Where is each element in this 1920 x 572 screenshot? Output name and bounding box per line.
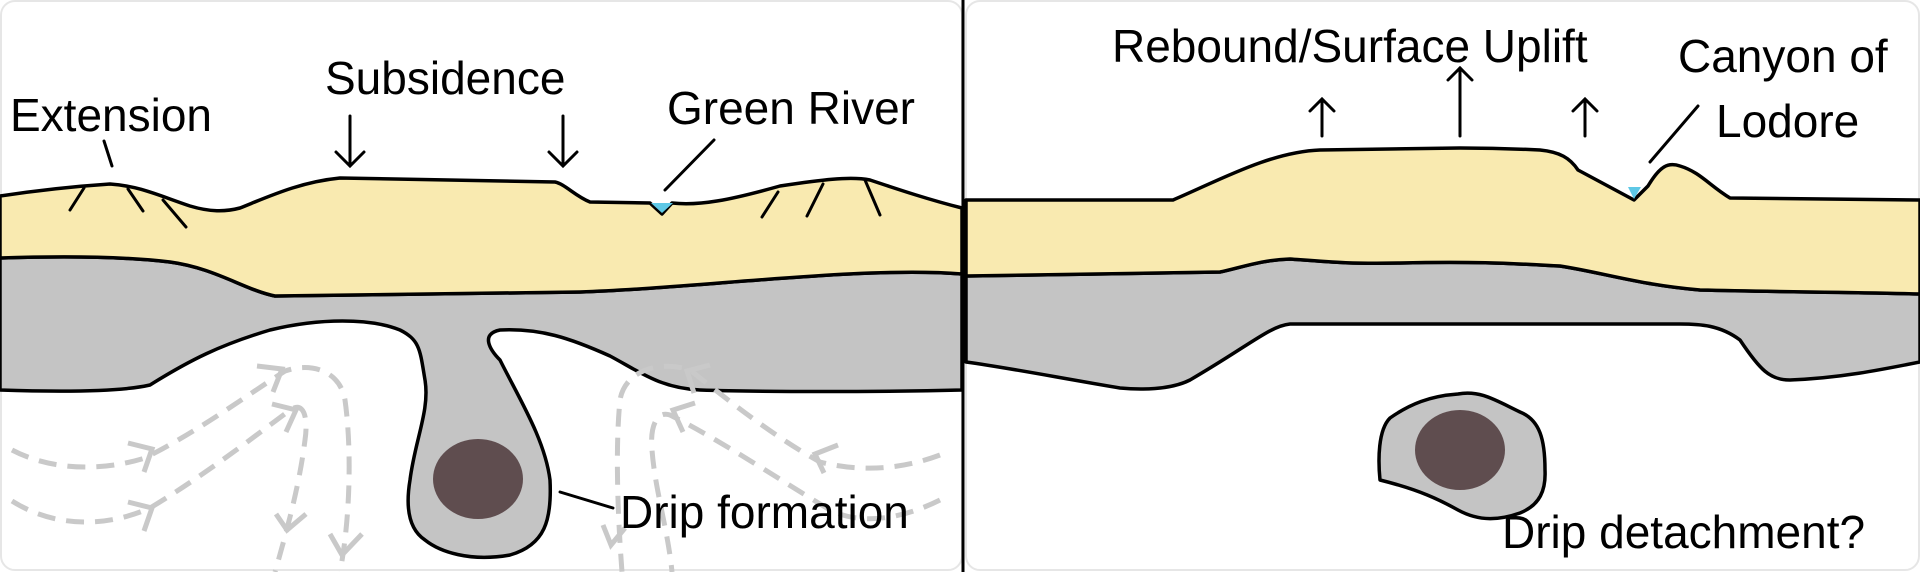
mantle-flow-path (649, 411, 942, 572)
extension-leader-line (102, 139, 114, 168)
flow-arrowhead-icon (327, 532, 364, 560)
green-river-water (651, 203, 673, 213)
uplift-arrows (1308, 65, 1599, 138)
drip-formation-label: Drip formation (620, 486, 909, 538)
canyon-label-line1: Canyon of (1678, 30, 1888, 82)
left-panel: Extension Subsidence Green River Drip fo… (0, 0, 964, 572)
up-arrow-icon (1571, 96, 1599, 138)
flow-arrowhead-icon (669, 400, 696, 434)
canyon-label-line2: Lodore (1716, 95, 1859, 147)
up-arrow-icon (1446, 65, 1474, 138)
left-crust-layer (0, 176, 964, 298)
drip-detachment-label: Drip detachment? (1502, 506, 1865, 558)
down-arrow-icon (334, 114, 366, 169)
subsidence-arrows (334, 114, 579, 169)
drip-formation-leader-line (558, 490, 615, 510)
extension-label: Extension (10, 89, 212, 141)
subsidence-label: Subsidence (325, 52, 565, 104)
flow-arrowhead-icon (683, 362, 711, 394)
flow-arrowhead-icon (127, 440, 156, 473)
canyon-of-lodore-water (1628, 187, 1641, 199)
flow-arrowhead-icon (127, 499, 156, 532)
extension-faults (68, 178, 882, 229)
green-river-label: Green River (667, 82, 915, 134)
flow-arrowhead-icon (811, 442, 839, 475)
up-arrow-icon (1308, 96, 1336, 138)
mantle-flow-path (10, 405, 309, 572)
down-arrow-icon (547, 114, 579, 169)
right-panel: Rebound/Surface Uplift Canyon of Lodore … (964, 0, 1920, 571)
mantle-flow-arrows (10, 362, 942, 572)
flow-arrowhead-icon (271, 401, 300, 434)
right-drip-core (1415, 410, 1505, 490)
flow-arrowhead-icon (273, 512, 308, 534)
mantle-flow-path (10, 365, 352, 572)
canyon-leader-line (1648, 104, 1700, 164)
left-drip-core (433, 439, 523, 519)
flow-arrowhead-icon (256, 363, 286, 393)
right-crust-layer (964, 146, 1920, 296)
green-river-leader-line (663, 138, 716, 192)
uplift-label: Rebound/Surface Uplift (1112, 20, 1588, 72)
flow-arrowhead-icon (600, 524, 627, 550)
